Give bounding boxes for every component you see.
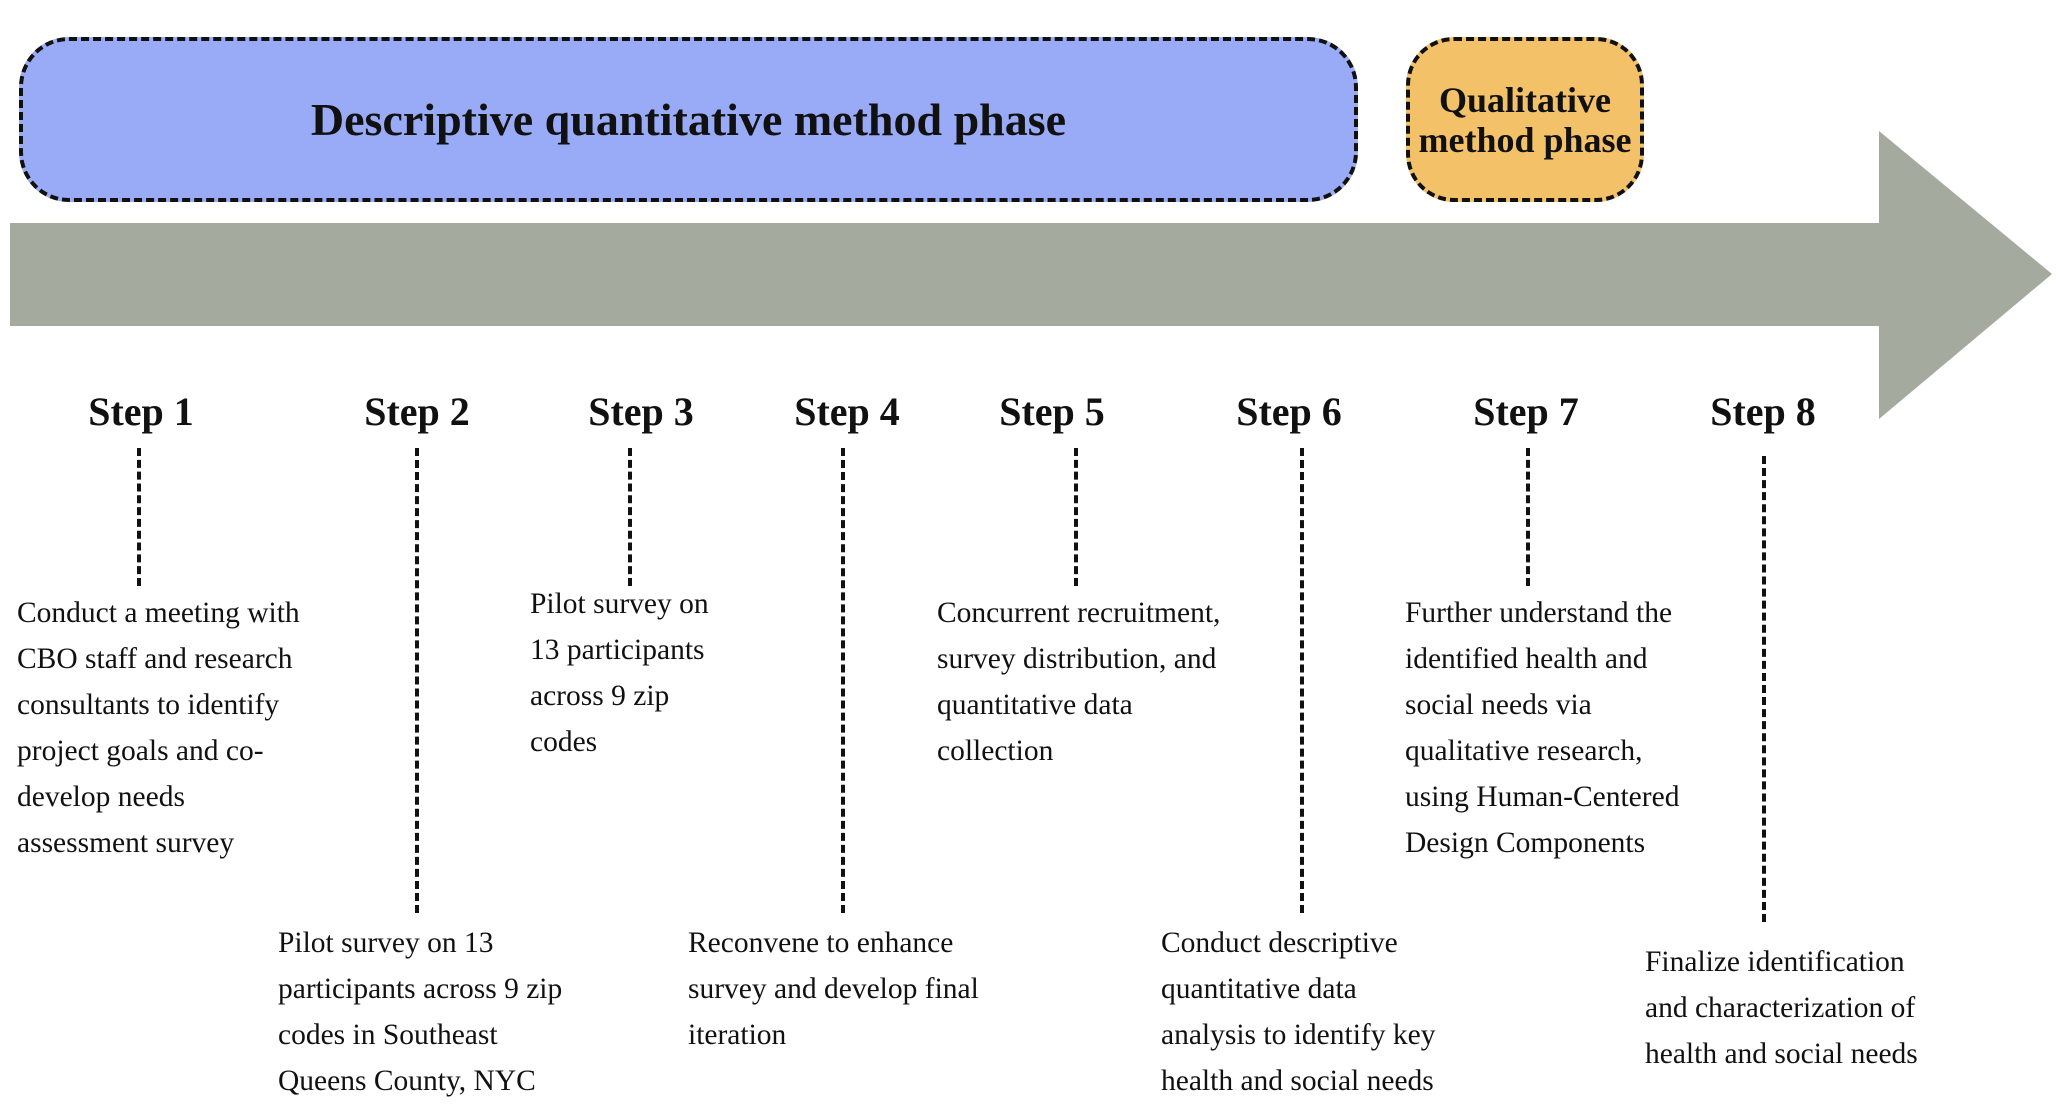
step-1-description-line: Conduct a meeting with [17, 597, 300, 629]
step-7-description-line: social needs via [1405, 689, 1592, 721]
step-8-connector [1762, 456, 1766, 922]
step-6-connector [1300, 448, 1304, 913]
qualitative-phase-label-line: Qualitative [1439, 79, 1611, 120]
step-3-description-line: across 9 zip [530, 680, 670, 712]
qualitative-phase-box: Qualitative method phase [1406, 37, 1644, 202]
step-2-title: Step 2 [364, 389, 470, 434]
step-7-description-line: qualitative research, [1405, 735, 1643, 767]
step-5-description-line: quantitative data [937, 689, 1133, 721]
step-1-description-line: CBO staff and research [17, 643, 293, 675]
step-4-description-line: iteration [688, 1019, 787, 1051]
step-1-title: Step 1 [88, 389, 194, 434]
step-5-title: Step 5 [999, 389, 1105, 434]
qualitative-phase-label: Qualitative method phase [1418, 80, 1631, 160]
step-5-description: Concurrent recruitment, survey distribut… [937, 590, 1220, 774]
step-3-description-line: Pilot survey on [530, 588, 709, 620]
step-1-description-line: consultants to identify [17, 689, 280, 721]
step-1-description-line: project goals and co- [17, 735, 264, 767]
step-6-description-line: health and social needs [1161, 1065, 1434, 1097]
step-7-connector [1526, 448, 1530, 586]
step-5-description-line: collection [937, 735, 1054, 767]
step-5-description-line: Concurrent recruitment, [937, 597, 1221, 629]
step-6-description: Conduct descriptive quantitative data an… [1161, 920, 1435, 1104]
step-8-description-line: and characterization of [1645, 992, 1916, 1024]
step-7-title: Step 7 [1473, 389, 1579, 434]
step-2-description-line: codes in Southeast [278, 1019, 498, 1051]
step-1-description-line: develop needs [17, 781, 185, 813]
step-3-title: Step 3 [588, 389, 694, 434]
timeline-arrow-shape [10, 131, 2052, 419]
step-4-description-line: Reconvene to enhance [688, 927, 954, 959]
qualitative-phase-label-line: method phase [1418, 119, 1632, 160]
step-4-description: Reconvene to enhance survey and develop … [688, 920, 979, 1058]
step-4-title: Step 4 [794, 389, 900, 434]
step-1-description-line: assessment survey [17, 827, 235, 859]
step-6-description-line: analysis to identify key [1161, 1019, 1436, 1051]
step-1-connector [137, 448, 141, 586]
step-5-description-line: survey distribution, and [937, 643, 1217, 675]
step-2-description-line: participants across 9 zip [278, 973, 563, 1005]
quantitative-phase-label: Descriptive quantitative method phase [310, 94, 1067, 145]
step-7-description-line: using Human-Centered [1405, 781, 1680, 813]
step-3-description: Pilot survey on 13 participants across 9… [530, 581, 709, 765]
step-4-connector [841, 448, 845, 913]
step-1-description: Conduct a meeting with CBO staff and res… [17, 590, 300, 866]
step-7-description-line: identified health and [1405, 643, 1648, 675]
step-2-description: Pilot survey on 13 participants across 9… [278, 920, 562, 1104]
step-6-description-line: Conduct descriptive [1161, 927, 1398, 959]
step-8-description: Finalize identification and characteriza… [1645, 939, 1918, 1077]
quantitative-phase-box: Descriptive quantitative method phase [19, 37, 1358, 202]
step-3-description-line: 13 participants [530, 634, 705, 666]
step-2-description-line: Queens County, NYC [278, 1065, 536, 1097]
step-7-description-line: Design Components [1405, 827, 1646, 859]
step-7-description-line: Further understand the [1405, 597, 1673, 629]
step-6-description-line: quantitative data [1161, 973, 1357, 1005]
step-2-description-line: Pilot survey on 13 [278, 927, 494, 959]
step-8-description-line: health and social needs [1645, 1038, 1918, 1070]
step-2-connector [415, 448, 419, 913]
step-3-connector [628, 448, 632, 586]
step-6-title: Step 6 [1236, 389, 1342, 434]
step-5-connector [1074, 448, 1078, 586]
step-8-description-line: Finalize identification [1645, 946, 1905, 978]
step-4-description-line: survey and develop final [688, 973, 979, 1005]
step-8-title: Step 8 [1710, 389, 1816, 434]
step-3-description-line: codes [530, 726, 598, 758]
step-7-description: Further understand the identified health… [1405, 590, 1679, 866]
